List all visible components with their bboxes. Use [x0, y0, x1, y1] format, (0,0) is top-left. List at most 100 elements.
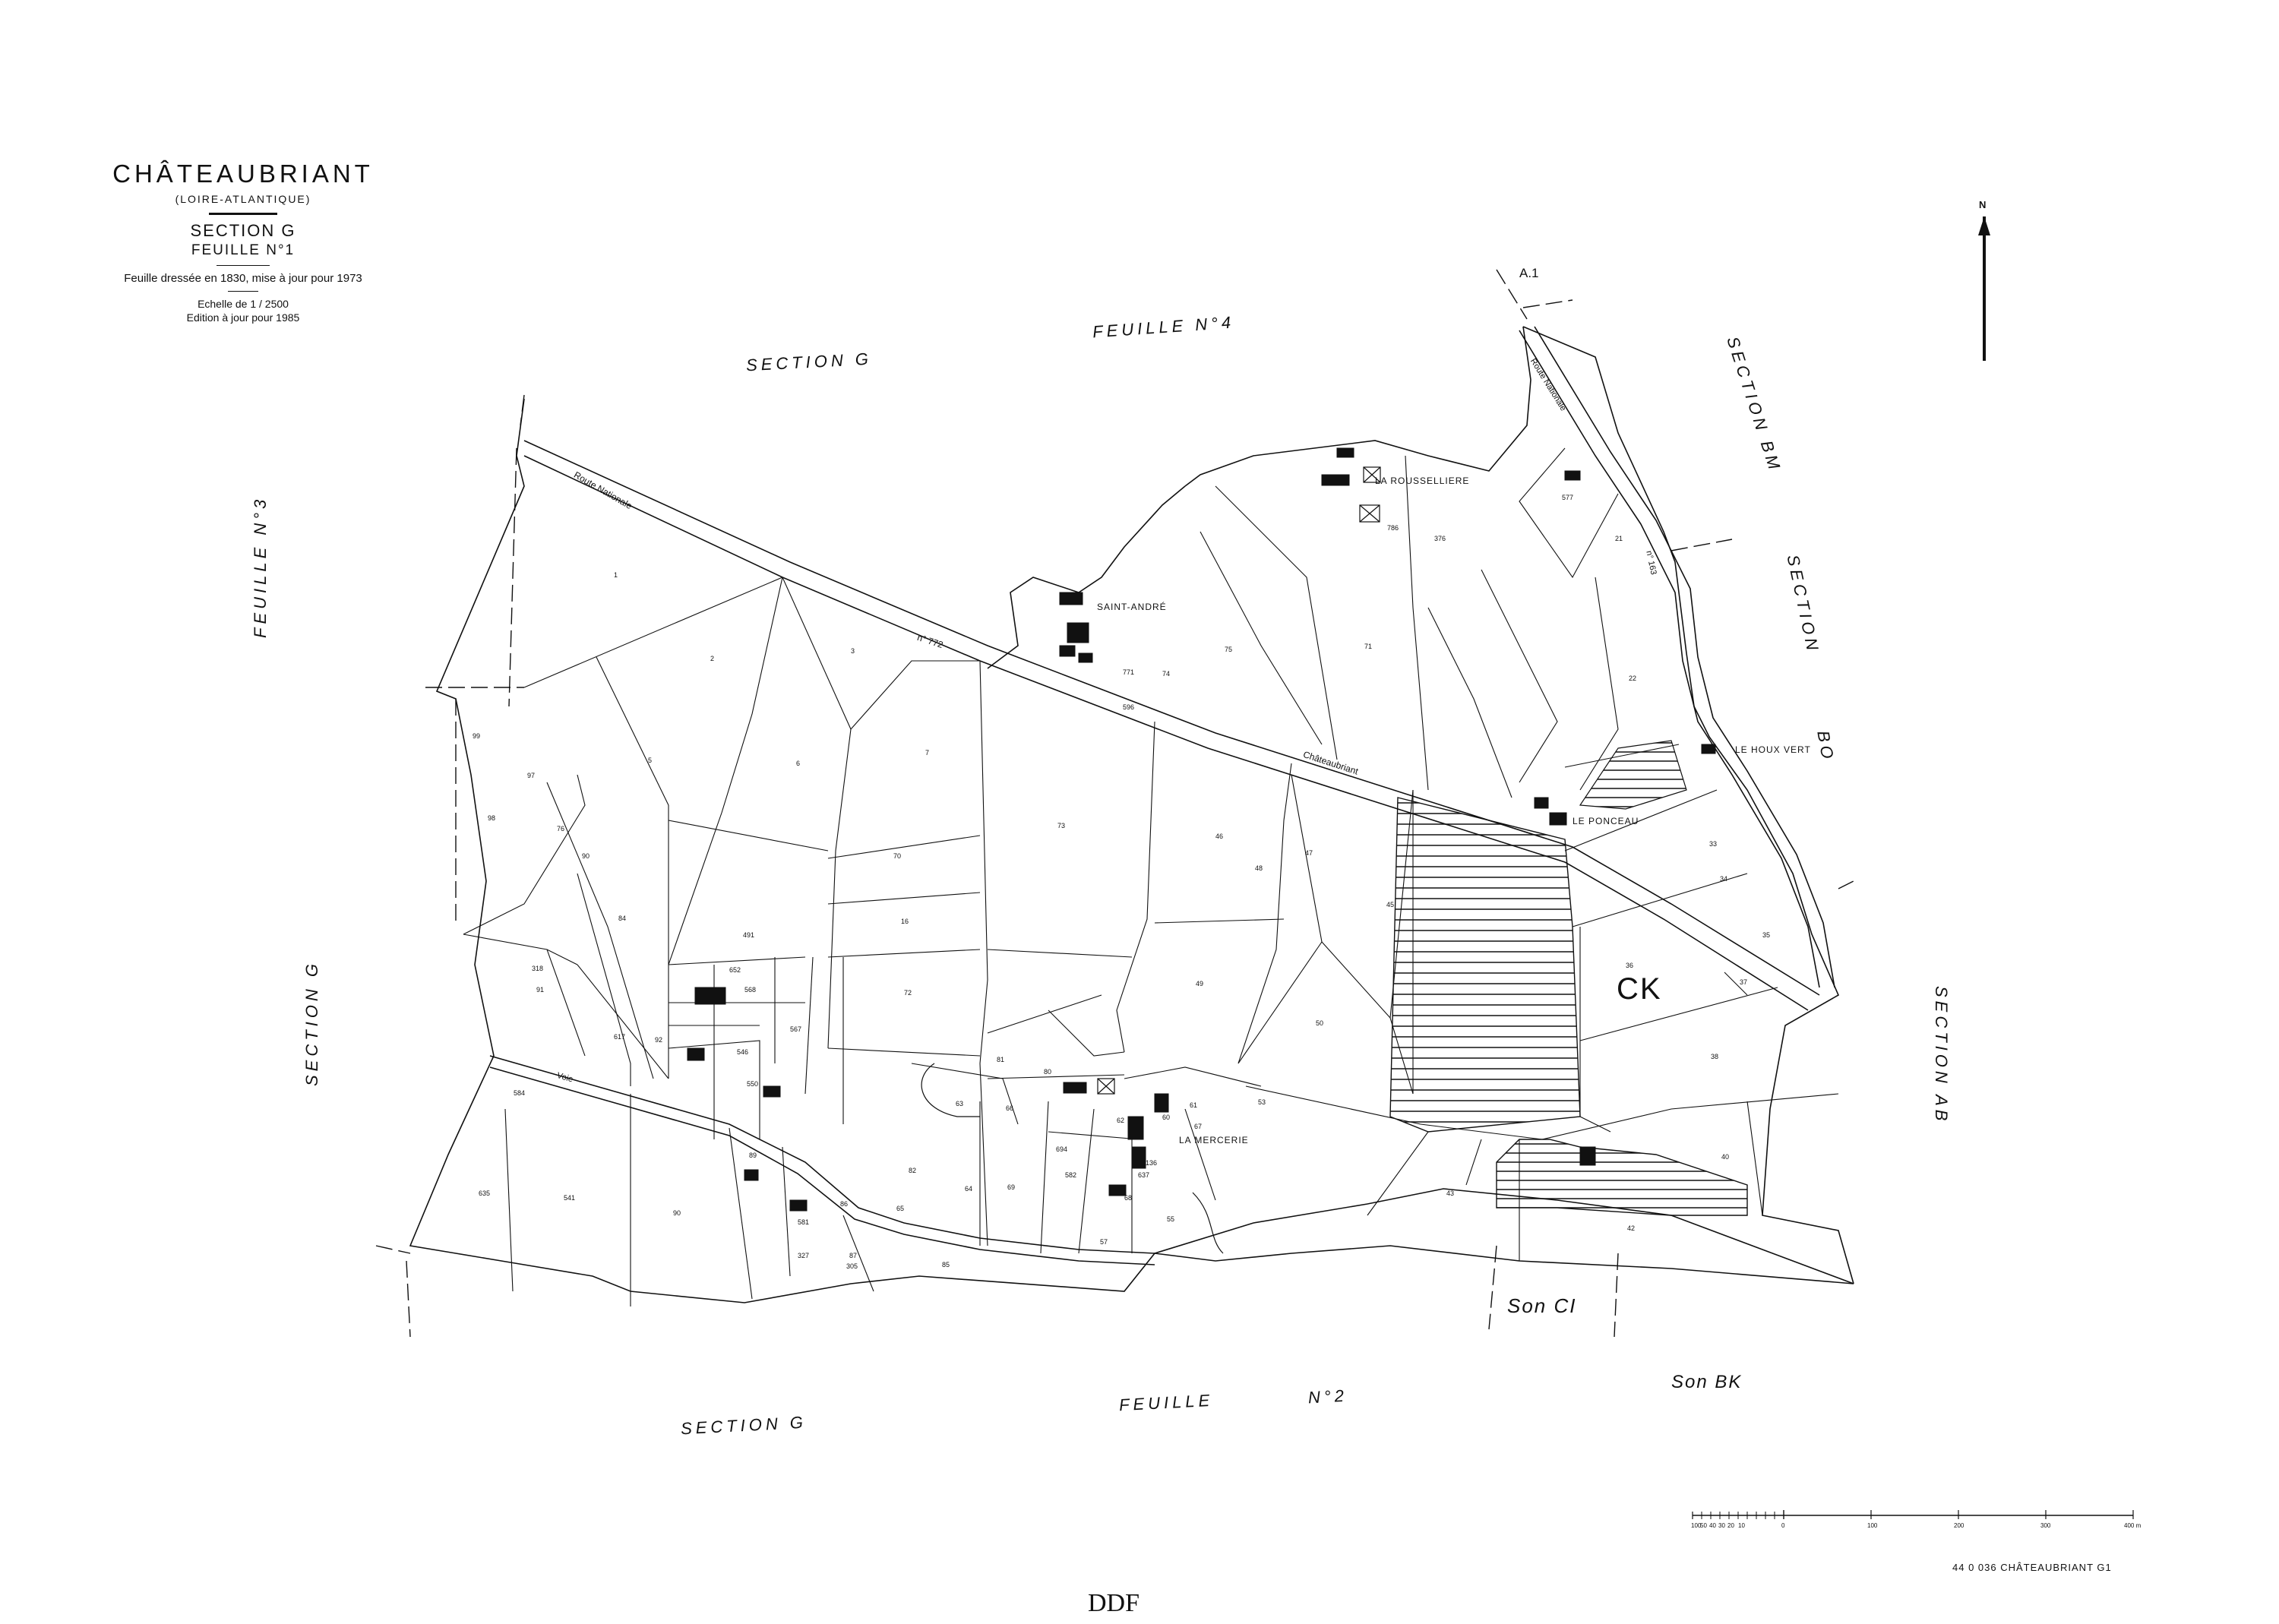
parcel-number: 90	[673, 1209, 681, 1217]
north-label: N	[1979, 199, 1987, 210]
label-section-ab: SECTION AB	[1932, 986, 1951, 1125]
scale-tick-label: 100	[1691, 1522, 1702, 1529]
parcel-number: 491	[743, 931, 755, 939]
sheet-title: FEUILLE N°1	[191, 242, 296, 258]
label-section-ci: Son CI	[1507, 1294, 1577, 1317]
parcel-number: 99	[473, 732, 481, 740]
label-left-section: SECTION G	[302, 959, 321, 1086]
parcel-number: 652	[729, 966, 741, 974]
parcel-number: 35	[1762, 931, 1771, 939]
parcel-number: 55	[1167, 1215, 1175, 1223]
parcel-lines	[463, 447, 1839, 1306]
parcel-number: 37	[1740, 978, 1748, 986]
parcel-number: 84	[618, 915, 627, 922]
parcel-number: 42	[1627, 1224, 1636, 1232]
label-bottom-sheet-num: N°2	[1307, 1385, 1348, 1408]
parcel-number: 596	[1123, 703, 1135, 711]
parcel-number: 581	[798, 1218, 810, 1226]
parcel-number: 7	[925, 749, 930, 757]
parcel-number: 550	[747, 1080, 759, 1088]
parcel-number: 76	[557, 825, 565, 833]
parcel-number: 72	[904, 989, 912, 997]
parcel-number: 46	[1215, 833, 1224, 840]
parcel-number: 75	[1225, 646, 1233, 653]
scale-tick-label: 100	[1867, 1522, 1878, 1529]
title-divider-thin	[217, 265, 270, 266]
parcel-number: 40	[1721, 1153, 1730, 1161]
place-la-mercerie: LA MERCERIE	[1179, 1135, 1249, 1145]
parcel-number: 786	[1387, 524, 1399, 532]
parcel-number: 771	[1123, 668, 1135, 676]
scale-note: Echelle de 1 / 2500	[198, 298, 289, 310]
label-left-sheet: FEUILLE N°3	[251, 495, 270, 638]
parcel-number: 80	[1044, 1068, 1052, 1076]
parcel-number: 64	[965, 1185, 973, 1193]
parcel-number: 22	[1629, 675, 1637, 682]
parcel-number: 34	[1720, 875, 1728, 883]
parcel-number: 61	[1190, 1101, 1198, 1109]
parcel-number: 68	[1124, 1194, 1133, 1202]
parcel-number: 136	[1146, 1159, 1158, 1167]
parcel-number: 67	[1194, 1123, 1203, 1130]
parcel-number: 318	[532, 965, 544, 972]
parcel-number: 16	[901, 918, 909, 925]
parcel-number: 49	[1196, 980, 1204, 987]
parcel-number: 3	[851, 647, 855, 655]
parcel-number: 376	[1434, 535, 1446, 542]
scale-tick-label: 0	[1781, 1522, 1785, 1529]
parcel-number: 91	[536, 986, 545, 994]
scale-tick-label: 10	[1738, 1522, 1745, 1529]
place-la-rousselliere: LA ROUSSELLIERE	[1375, 476, 1470, 486]
parcel-number: 5	[648, 757, 653, 764]
parcel-number: 577	[1562, 494, 1574, 501]
scale-tick-label: 400 m	[2124, 1522, 2142, 1529]
parcel-number: 637	[1138, 1171, 1150, 1179]
title-divider	[209, 213, 277, 215]
parcel-number: 568	[744, 986, 757, 994]
parcel-number: 1	[614, 571, 618, 579]
buildings	[687, 447, 1716, 1212]
hatched-zone	[1389, 740, 1748, 1216]
parcel-number: 38	[1711, 1053, 1719, 1060]
parcel-number: 62	[1117, 1117, 1125, 1124]
parcel-number: 53	[1258, 1098, 1266, 1106]
parcel-number: 2	[710, 655, 715, 662]
parcel-number: 81	[997, 1056, 1005, 1063]
scale-tick-label: 50	[1700, 1522, 1707, 1529]
parcel-number: 89	[749, 1152, 757, 1159]
scale-tick-label: 30	[1718, 1522, 1725, 1529]
place-saint-andre: SAINT-ANDRÉ	[1097, 602, 1167, 612]
parcel-number: 86	[840, 1200, 849, 1208]
parcel-number: 36	[1626, 962, 1634, 969]
commune-title: CHÂTEAUBRIANT	[112, 160, 374, 188]
parcel-number: 541	[564, 1194, 576, 1202]
label-a1: A.1	[1519, 266, 1539, 280]
parcel-number: 73	[1057, 822, 1066, 829]
section-limits	[375, 269, 1854, 1338]
north-arrow-icon	[1978, 216, 1990, 361]
parcel-number: 63	[956, 1100, 964, 1107]
parcel-number: 74	[1162, 670, 1171, 678]
parcel-number: 48	[1255, 864, 1263, 872]
parcel-number: 57	[1100, 1238, 1108, 1246]
parcel-number: 305	[846, 1262, 858, 1270]
road-n163	[1519, 326, 1835, 988]
sheet-reference: 44 0 036 CHÂTEAUBRIANT G1	[1952, 1562, 2112, 1573]
parcel-number: 33	[1709, 840, 1718, 848]
parcel-number: 546	[737, 1048, 749, 1056]
parcel-number: 50	[1316, 1019, 1324, 1027]
parcel-number: 47	[1305, 849, 1313, 857]
title-block: CHÂTEAUBRIANT (LOIRE-ATLANTIQUE) SECTION…	[76, 160, 410, 324]
place-le-ponceau: LE PONCEAU	[1573, 816, 1639, 826]
parcel-number: 85	[942, 1261, 950, 1269]
parcel-number: 82	[909, 1167, 917, 1174]
parcel-number: 694	[1056, 1145, 1068, 1153]
parcel-number: 327	[798, 1252, 810, 1259]
parcel-number: 582	[1065, 1171, 1077, 1179]
history-note: Feuille dressée en 1830, mise à jour pou…	[124, 272, 362, 285]
parcel-number: 617	[614, 1033, 626, 1041]
edition-note: Edition à jour pour 1985	[186, 311, 300, 324]
scale-bar	[1692, 1510, 2134, 1519]
place-le-houx-vert: LE HOUX VERT	[1735, 744, 1811, 755]
